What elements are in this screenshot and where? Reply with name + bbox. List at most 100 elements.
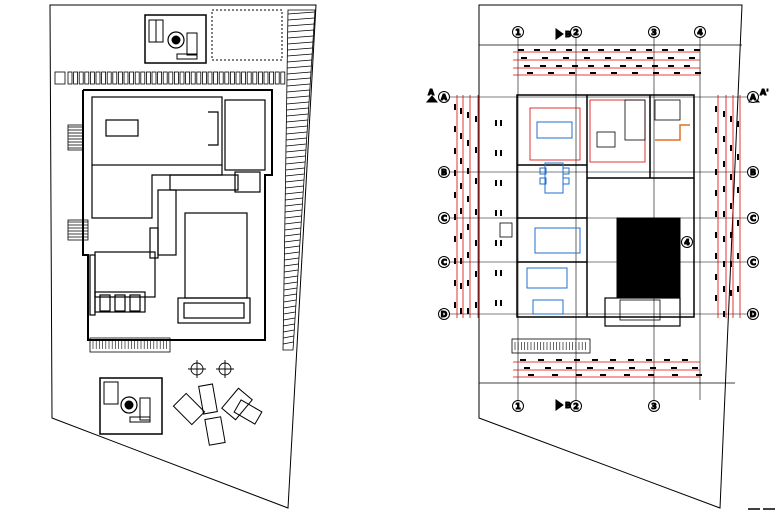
dimension-tick: [454, 104, 456, 110]
dimension-tick: [454, 214, 456, 220]
dimension-tick: [495, 180, 497, 186]
dimension-tick: [475, 240, 477, 246]
grid-bubble: [648, 26, 660, 38]
step-tick: [283, 305, 296, 309]
dimension-tick: [460, 258, 462, 264]
grid-bubble: [747, 91, 759, 103]
dimension-tick: [692, 367, 698, 369]
hedge-block: [173, 71, 179, 85]
dimension-tick: [566, 367, 572, 369]
step-tick: [285, 155, 306, 159]
hedge-block: [190, 71, 196, 85]
dimension-tick: [524, 65, 530, 67]
dimension-tick: [598, 49, 604, 51]
step-tick: [286, 137, 307, 141]
garden-balustrade: [89, 337, 171, 353]
dimension-tick: [495, 300, 497, 306]
dimension-tick: [475, 147, 477, 153]
grid-bubble-label: A: [441, 93, 448, 102]
grid-bubble-label: C: [441, 258, 447, 267]
dimension-tick: [664, 359, 670, 361]
dimension-tick: [475, 302, 477, 308]
dimension-tick: [684, 65, 690, 67]
step-tick: [287, 35, 314, 39]
dimension-tick: [695, 72, 701, 74]
dimension-tick: [611, 72, 617, 74]
dimension-tick: [467, 112, 469, 118]
hedge-block: [269, 71, 275, 85]
dimension-tick: [737, 220, 739, 226]
step-tick: [284, 263, 299, 267]
dimension-tick: [653, 72, 659, 74]
dimension-tick: [500, 120, 502, 126]
dimension-tick: [460, 133, 462, 139]
step-tick: [283, 329, 295, 333]
dimension-tick: [460, 208, 462, 214]
step-tick: [285, 185, 304, 189]
dimension-tick: [495, 120, 497, 126]
dimension-tick: [662, 49, 668, 51]
dimension-tick: [500, 150, 502, 156]
step-tick: [283, 341, 294, 345]
hedge-block: [207, 71, 213, 85]
dimension-tick: [454, 236, 456, 242]
dimension-tick: [454, 258, 456, 264]
hedge-block: [157, 71, 163, 85]
dimension-tick: [647, 57, 653, 59]
grid-bubble-label: 4: [684, 238, 690, 247]
grid-bubble: [570, 26, 582, 38]
hedge-block: [112, 71, 118, 85]
dimension-tick: [467, 140, 469, 146]
step-tick: [283, 317, 296, 321]
dimension-tick: [605, 57, 611, 59]
balustrade-posts: [92, 341, 167, 349]
dimension-tick: [715, 106, 717, 112]
dimension-tick: [540, 65, 546, 67]
dimension-tick: [495, 270, 497, 276]
dimension-tick: [520, 359, 526, 361]
dimension-tick: [475, 178, 477, 184]
dimension-tick: [518, 49, 524, 51]
dimension-tick: [608, 367, 614, 369]
lot-boundary-right: [478, 4, 743, 509]
step-tick: [287, 23, 314, 27]
hedge-block: [229, 71, 235, 85]
step-tick: [285, 149, 306, 153]
hedge-block: [246, 71, 252, 85]
pool: [177, 212, 251, 324]
dimension-tick: [730, 116, 732, 122]
house-outline: [82, 89, 273, 341]
dimension-tick: [730, 232, 732, 238]
site-plan: [49, 4, 317, 509]
dimension-tick: [475, 116, 477, 122]
dimension-tick: [678, 49, 684, 51]
step-tick: [285, 191, 304, 195]
dimension-tick: [495, 240, 497, 246]
grid-bubble-label: B: [441, 168, 447, 177]
step-tick: [284, 257, 299, 261]
dimension-tick: [730, 290, 732, 296]
hedge-block: [129, 71, 135, 85]
grid-bubble-label: A: [750, 93, 757, 102]
grid-bubble-label: D: [750, 310, 757, 319]
grid-bubble-label: 2: [573, 28, 579, 37]
grid-bubble-label: D: [441, 310, 448, 319]
dimension-tick: [715, 148, 717, 154]
grid-bubble: [438, 91, 450, 103]
lounge-deck: [172, 383, 263, 446]
step-tick: [284, 251, 300, 255]
dimension-tick: [620, 65, 626, 67]
grid-bubble: [681, 236, 693, 248]
dimension-tick: [715, 295, 717, 301]
plan-balustrade: [514, 342, 586, 350]
dimension-tick: [548, 72, 554, 74]
grid-bubble-label: C: [441, 214, 447, 223]
hedge-block: [145, 71, 151, 85]
step-tick: [286, 89, 310, 93]
grid-bubble-label: 1: [515, 28, 521, 37]
dimension-tick: [467, 308, 469, 314]
hedge-block: [84, 71, 90, 85]
